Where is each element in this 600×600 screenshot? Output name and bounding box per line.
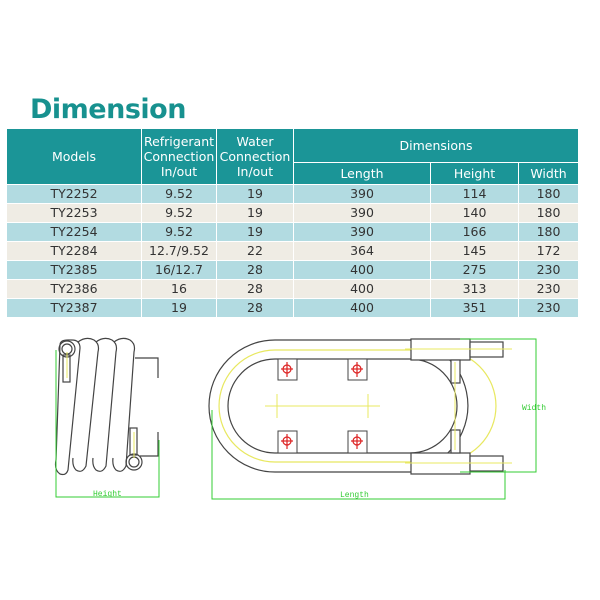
width-dimension-line: [460, 338, 537, 473]
side-view-coil: [54, 337, 159, 476]
cell-water: 28: [216, 298, 294, 318]
cell-model: TY2254: [6, 222, 142, 242]
cell-length: 390: [293, 222, 431, 242]
header-length: Length: [293, 162, 431, 185]
cell-water: 19: [216, 184, 294, 204]
cell-refrigerant: 19: [141, 298, 217, 318]
cell-model: TY2387: [6, 298, 142, 318]
table-row: TY2253 9.52 19 390 140 180: [6, 203, 579, 223]
coil-technical-drawing: Height: [54, 337, 546, 500]
table-row: TY2254 9.52 19 390 166 180: [6, 222, 579, 242]
cell-width: 180: [518, 184, 579, 204]
cell-width: 230: [518, 260, 579, 280]
cell-height: 145: [430, 241, 519, 261]
cell-length: 400: [293, 279, 431, 299]
cell-length: 364: [293, 241, 431, 261]
header-models: Models: [6, 128, 142, 185]
cell-height: 140: [430, 203, 519, 223]
cell-height: 351: [430, 298, 519, 318]
cell-length: 400: [293, 298, 431, 318]
cell-refrigerant: 16: [141, 279, 217, 299]
header-water-connection: Water Connection In/out: [216, 128, 294, 185]
top-view-coil: [208, 338, 512, 475]
cell-water: 28: [216, 260, 294, 280]
cell-model: TY2386: [6, 279, 142, 299]
cell-length: 390: [293, 203, 431, 223]
cell-height: 275: [430, 260, 519, 280]
header-dimensions: Dimensions: [293, 128, 579, 163]
cell-width: 180: [518, 222, 579, 242]
cell-model: TY2284: [6, 241, 142, 261]
cell-model: TY2252: [6, 184, 142, 204]
cell-refrigerant: 16/12.7: [141, 260, 217, 280]
cell-length: 390: [293, 184, 431, 204]
cell-refrigerant: 9.52: [141, 184, 217, 204]
cell-model: TY2385: [6, 260, 142, 280]
cell-width: 230: [518, 279, 579, 299]
cell-width: 172: [518, 241, 579, 261]
header-height: Height: [430, 162, 519, 185]
table-row: TY2385 16/12.7 28 400 275 230: [6, 260, 579, 280]
header-refrigerant-connection: Refrigerant Connection In/out: [141, 128, 217, 185]
mounting-bolt-icon: [277, 358, 368, 454]
cell-refrigerant: 9.52: [141, 203, 217, 223]
height-dimension-line: [55, 350, 160, 498]
height-label: Height: [93, 490, 122, 499]
cell-length: 400: [293, 260, 431, 280]
cell-width: 180: [518, 203, 579, 223]
table-row: TY2387 19 28 400 351 230: [6, 298, 579, 318]
table-row: TY2386 16 28 400 313 230: [6, 279, 579, 299]
cell-width: 230: [518, 298, 579, 318]
table-row: TY2252 9.52 19 390 114 180: [6, 184, 579, 204]
cell-refrigerant: 12.7/9.52: [141, 241, 217, 261]
cell-water: 19: [216, 203, 294, 223]
page-title: Dimension: [30, 94, 186, 125]
length-label: Length: [340, 491, 369, 500]
cell-water: 28: [216, 279, 294, 299]
cell-water: 22: [216, 241, 294, 261]
dimension-table: Models Refrigerant Connection In/out Wat…: [6, 128, 579, 318]
header-width: Width: [518, 162, 579, 185]
cell-height: 166: [430, 222, 519, 242]
cell-model: TY2253: [6, 203, 142, 223]
table-row: TY2284 12.7/9.52 22 364 145 172: [6, 241, 579, 261]
cell-height: 114: [430, 184, 519, 204]
cell-water: 19: [216, 222, 294, 242]
cell-refrigerant: 9.52: [141, 222, 217, 242]
length-dimension-line: [211, 410, 506, 500]
width-label: Width: [522, 404, 546, 413]
cell-height: 313: [430, 279, 519, 299]
